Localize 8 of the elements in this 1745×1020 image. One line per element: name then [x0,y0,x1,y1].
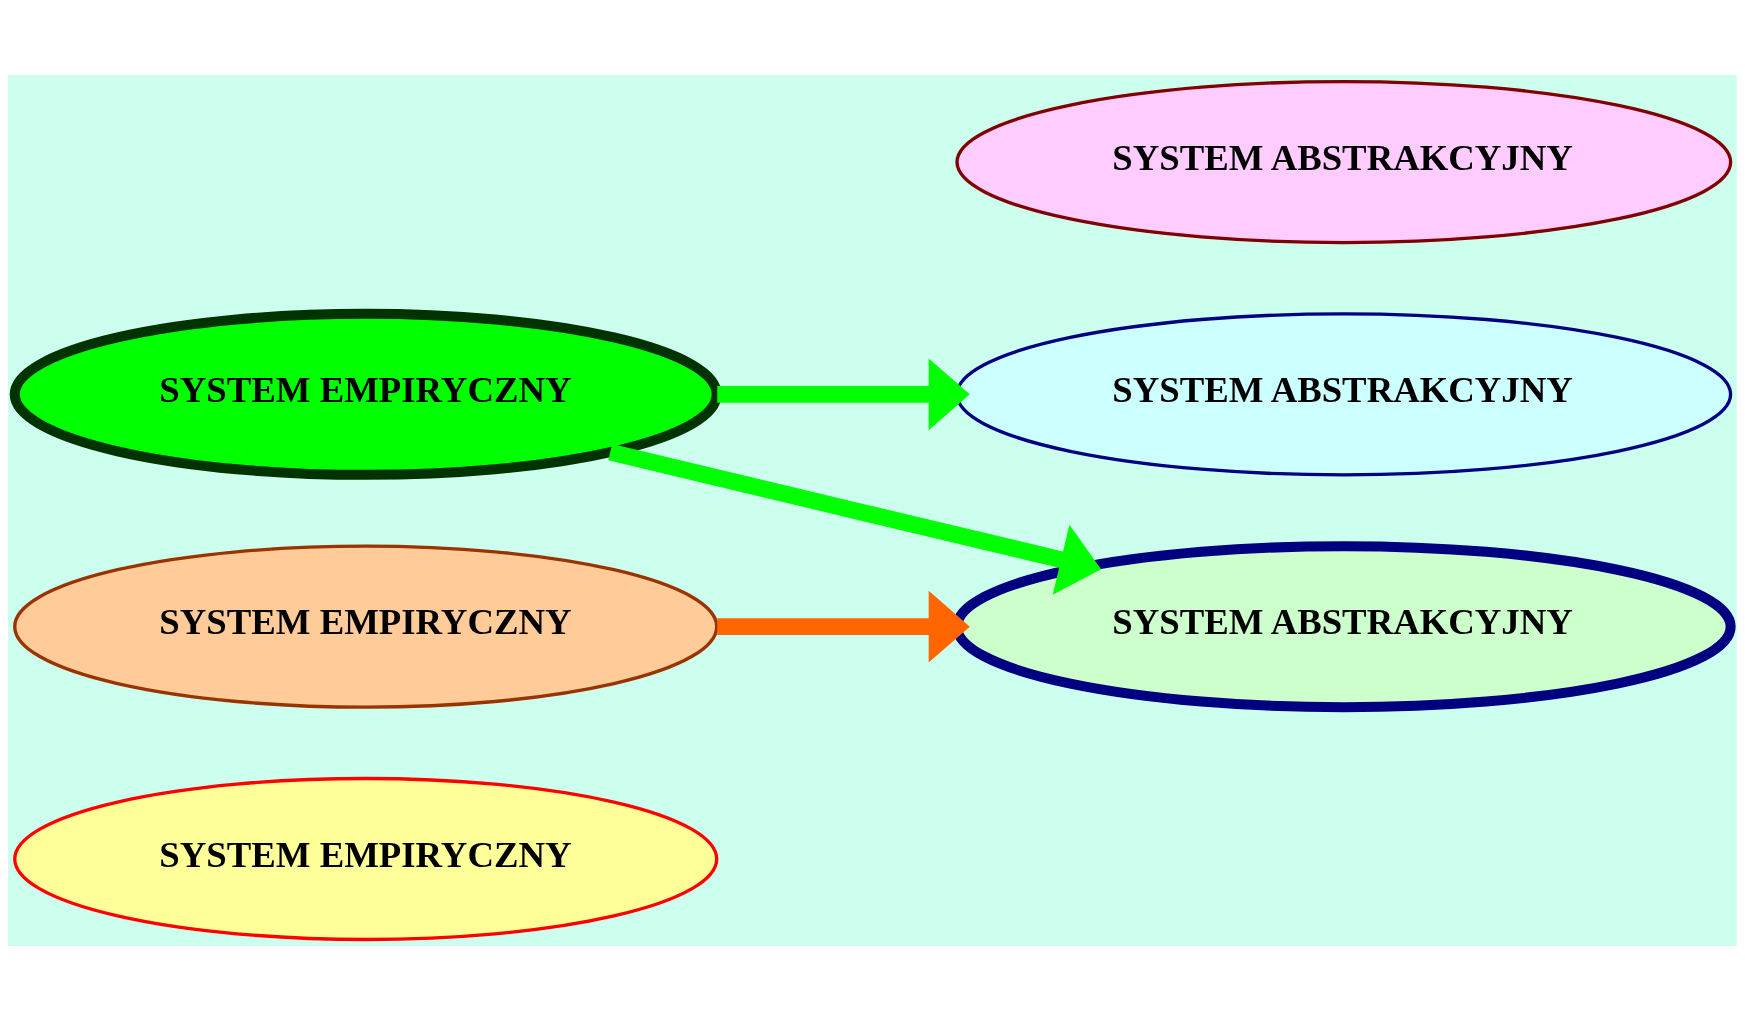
node-ellipse: SYSTEM ABSTRAKCYJNY [955,79,1733,244]
arrow [717,590,970,663]
node-ellipse: SYSTEM EMPIRYCZNY [13,776,719,941]
node-ellipse: SYSTEM EMPIRYCZNY [13,544,719,709]
arrow [717,357,970,430]
arrow [608,443,1102,595]
node-ellipse: SYSTEM ABSTRAKCYJNY [955,311,1733,477]
node-ellipse: SYSTEM EMPIRYCZNY [9,308,722,480]
